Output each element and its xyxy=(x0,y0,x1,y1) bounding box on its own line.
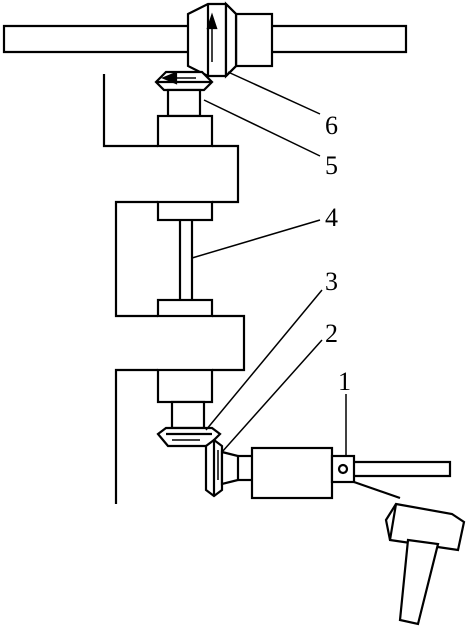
leader-6 xyxy=(227,71,321,115)
label-1: 1 xyxy=(338,367,351,396)
vertical-shaft-4 xyxy=(178,220,194,300)
label-4: 4 xyxy=(325,203,338,232)
leader-2 xyxy=(221,339,323,453)
leader-lines xyxy=(191,71,347,456)
label-6: 6 xyxy=(325,111,338,140)
bevel-gear-6 xyxy=(186,1,238,79)
bevel-gear-2 xyxy=(204,438,240,498)
upper-frame xyxy=(102,74,240,318)
leader-5 xyxy=(203,99,321,157)
hammer-tool xyxy=(384,502,466,626)
leader-4 xyxy=(191,219,321,259)
output-shaft-1 xyxy=(238,446,452,500)
lower-frame xyxy=(114,298,246,504)
label-2: 2 xyxy=(325,319,338,348)
label-5: 5 xyxy=(325,151,338,180)
bevel-gear-3 xyxy=(156,426,222,448)
bevel-gear-5 xyxy=(154,70,214,118)
label-3: 3 xyxy=(325,267,338,296)
leader-3 xyxy=(205,289,323,431)
